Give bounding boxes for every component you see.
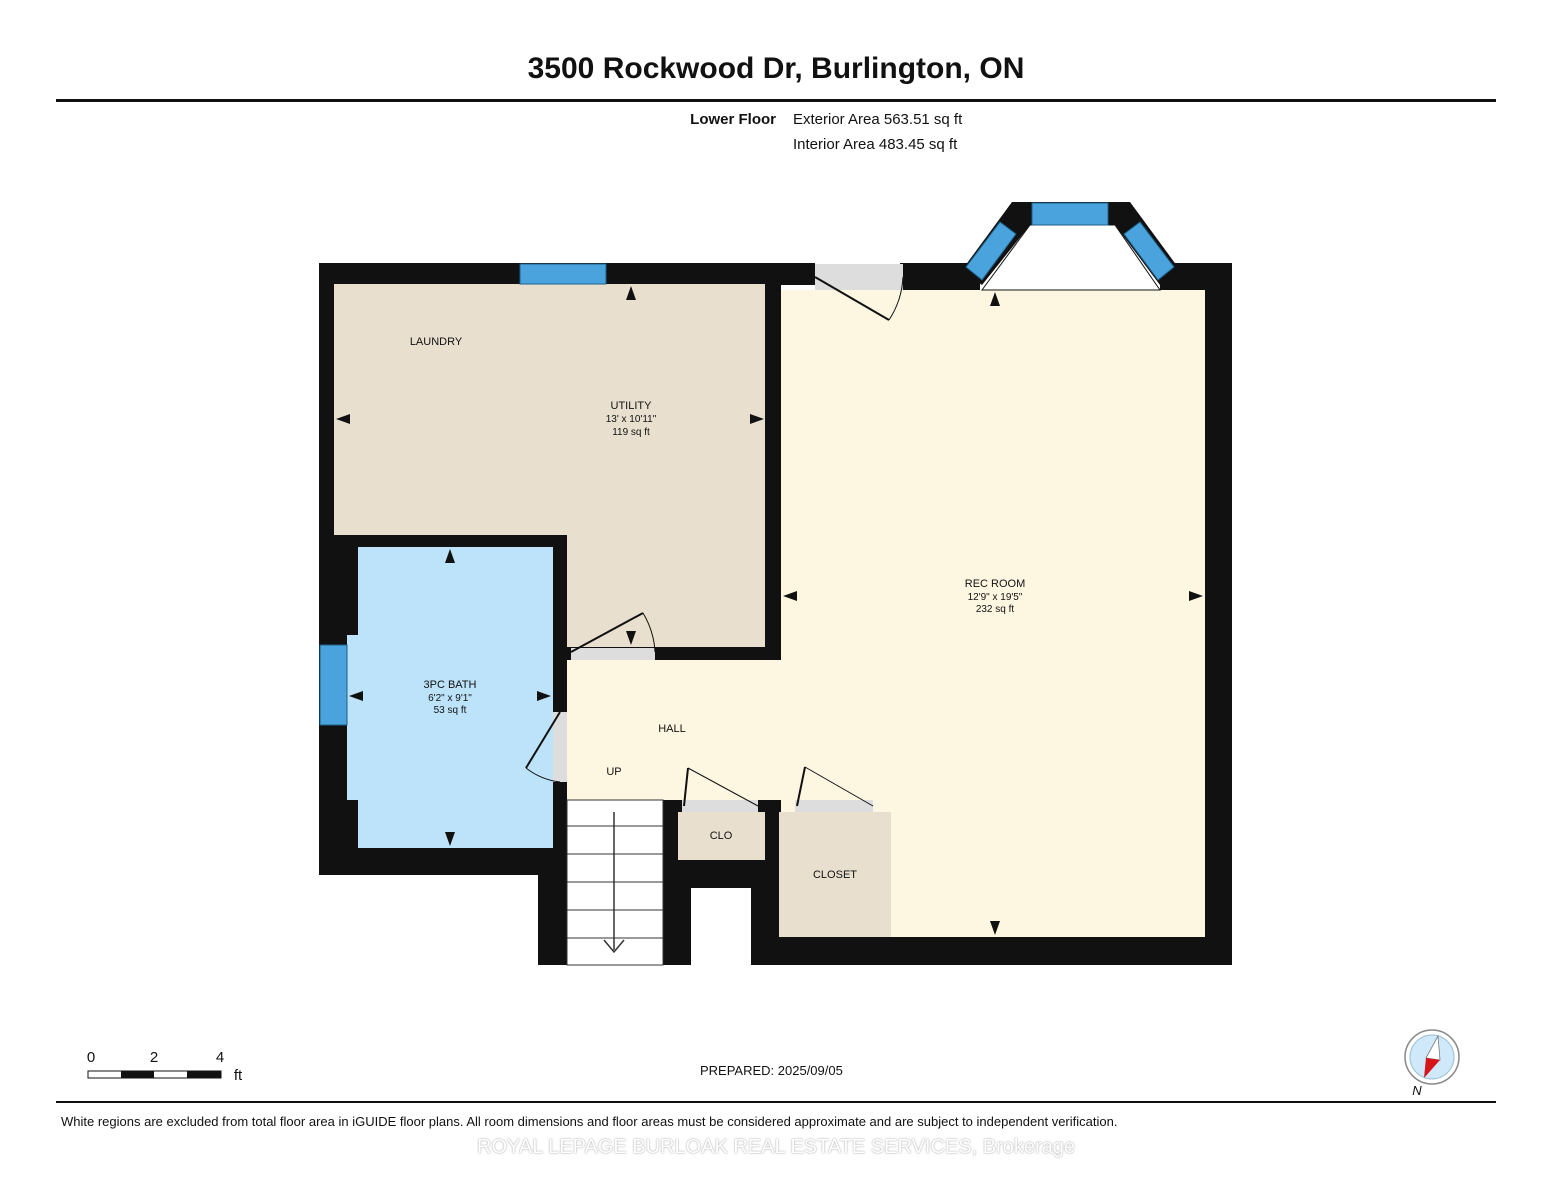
scale-tick-4: 4: [216, 1049, 224, 1066]
bath-area: 53 sq ft: [434, 705, 467, 716]
stairs-up-label: UP: [606, 766, 621, 778]
wall-stair-left: [538, 848, 567, 965]
prepared-date: PREPARED: 2025/09/05: [700, 1063, 843, 1078]
hall-fill-joint: [779, 660, 781, 800]
door-leaf-clo: [683, 767, 689, 807]
door-gap-bath: [553, 712, 567, 782]
brokerage-watermark: ROYAL LEPAGE BURLOAK REAL ESTATE SERVICE…: [477, 1136, 1075, 1158]
rec-room-label: REC ROOM: [965, 578, 1026, 590]
dimension-markers: [336, 286, 1203, 935]
compass-north-label: N: [1412, 1083, 1422, 1098]
closet-label: CLOSET: [813, 869, 857, 881]
exterior-area: Exterior Area 563.51 sq ft: [793, 111, 963, 128]
wall-clo-left: [663, 800, 678, 862]
rec-room-area: 232 sq ft: [976, 604, 1015, 615]
bath-fill: [358, 547, 553, 848]
scale-tick-0: 0: [87, 1049, 95, 1066]
wall-south-rec: [751, 937, 1232, 965]
scale-unit: ft: [234, 1067, 243, 1084]
scale-bar: 0 2 4 ft: [87, 1049, 243, 1084]
door-arc-utility: [642, 612, 656, 653]
staircase: [566, 799, 664, 966]
bath-fill-west: [347, 635, 358, 800]
door-arc-clo: [687, 767, 759, 807]
door-arc-rec-north: [888, 276, 904, 321]
rec-room-dims: 12'9" x 19'5": [968, 592, 1023, 603]
door-gap-closet: [795, 800, 873, 812]
wall-bath-nw: [334, 535, 358, 635]
door-gap-rec-north: [815, 264, 903, 290]
disclaimer-text: White regions are excluded from total fl…: [61, 1114, 1118, 1129]
windows: [319, 202, 1175, 726]
window-utility: [519, 263, 607, 285]
utility-label: UTILITY: [611, 400, 653, 412]
door-gap-clo: [682, 800, 758, 812]
wall-utility-east: [765, 284, 781, 660]
footer-divider: [56, 1101, 1496, 1103]
utility-room-fill: [334, 284, 765, 535]
bay-floor: [981, 224, 1161, 291]
utility-area: 119 sq ft: [612, 427, 650, 438]
door-leaf-bath: [525, 711, 561, 769]
door-arc-closet: [804, 766, 874, 807]
wall-west: [319, 263, 334, 875]
doors: [525, 264, 904, 812]
utility-room-fill-lower: [567, 535, 765, 647]
clo-label: CLO: [710, 830, 733, 842]
bath-label: 3PC BATH: [424, 679, 477, 691]
utility-dims: 13' x 10'11": [606, 414, 657, 425]
hall-label: HALL: [658, 723, 686, 735]
window-bay-left: [965, 221, 1017, 281]
compass-icon: N: [1404, 1029, 1460, 1098]
clo-fill: [678, 812, 765, 860]
interior-area: Interior Area 483.45 sq ft: [793, 136, 958, 153]
laundry-label: LAUNDRY: [410, 336, 463, 348]
closet-fill: [779, 812, 891, 937]
page-title: 3500 Rockwood Dr, Burlington, ON: [527, 52, 1025, 85]
scale-tick-2: 2: [150, 1049, 158, 1066]
wall-bath-east: [553, 535, 567, 848]
wall-south-bath: [319, 848, 567, 875]
door-leaf-rec-north: [814, 276, 890, 321]
bath-fill-south: [414, 800, 553, 848]
floor-name: Lower Floor: [690, 111, 776, 128]
wall-bay-window: [962, 202, 1180, 285]
window-bay-right: [1123, 221, 1175, 281]
header-divider: [56, 99, 1496, 102]
wall-clo-right: [765, 800, 779, 862]
bath-dims: 6'2" x 9'1": [428, 693, 472, 704]
window-bay-center: [1031, 202, 1109, 226]
hall-fill: [567, 660, 781, 800]
window-bath: [319, 644, 348, 726]
door-arc-bath: [525, 767, 561, 783]
door-leaf-utility: [570, 612, 644, 653]
door-gap-utility: [571, 648, 655, 660]
wall-east: [1205, 263, 1232, 965]
door-leaf-closet: [796, 766, 806, 807]
wall-bath-north: [334, 535, 567, 547]
